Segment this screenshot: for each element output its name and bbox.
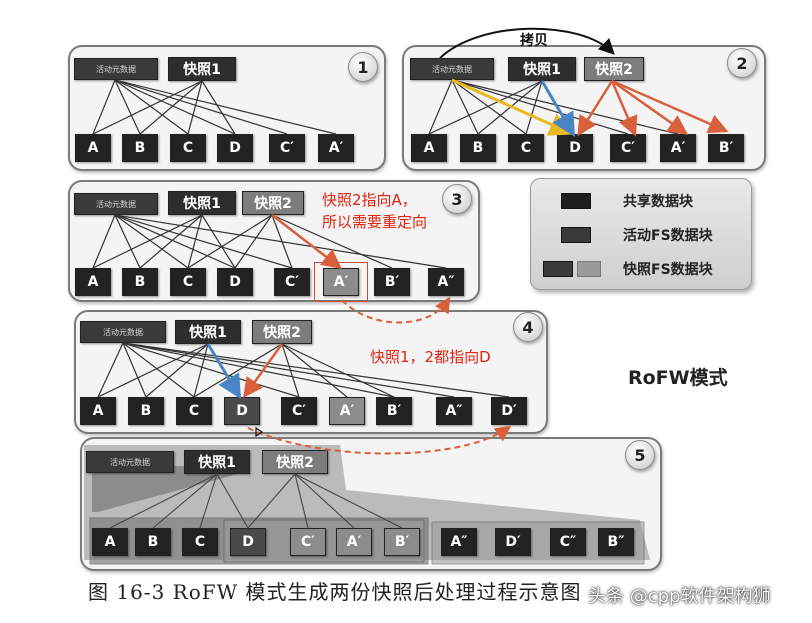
legend-snapshot-swatch-dark (543, 261, 573, 277)
panel-3-number: 3 (442, 184, 472, 214)
panel-5-active-metadata: 活动元数据 (86, 451, 174, 473)
panel-4-blue-arrow (206, 343, 242, 400)
panel-1-active-metadata: 活动元数据 (74, 58, 158, 80)
panel-1-block-a-prime: A′ (318, 134, 354, 162)
cursor-icon (255, 426, 264, 438)
panel-3-block-b-prime: B′ (374, 268, 410, 296)
legend: 共享数据块 活动FS数据块 快照FS数据块 (530, 178, 752, 290)
panel-3-snapshot-1: 快照1 (168, 191, 236, 215)
panel-4-annotation: 快照1，2都指向D (370, 348, 491, 366)
panel-1-number: 1 (348, 52, 378, 82)
panel-2-links (428, 79, 679, 135)
panel-5-block-b-double-prime: B″ (598, 528, 634, 556)
figure-caption: 图 16-3 RoFW 模式生成两份快照后处理过程示意图 (88, 580, 582, 604)
panel-3-block-d: D (217, 268, 253, 296)
panel-5-block-a: A (92, 528, 128, 556)
panel-5-block-d-prime: D′ (495, 528, 531, 556)
panel-3-block-c: C (170, 268, 206, 296)
panel-4-links (97, 342, 510, 398)
panel-4-number: 4 (513, 312, 543, 342)
panel-3-block-c-prime: C′ (274, 268, 310, 296)
mode-label: RoFW模式 (628, 367, 728, 389)
panel-2-block-c-prime: C′ (610, 134, 646, 162)
panel-1-block-a: A (75, 134, 111, 162)
panel-2-copy-arrow (439, 27, 615, 59)
panel-5-block-a-prime: A′ (336, 528, 372, 556)
panel-2-block-a: A (411, 134, 447, 162)
panel-3-links (92, 214, 447, 269)
panel-5-block-a-double-prime: A″ (441, 528, 477, 556)
legend-active-swatch (561, 227, 591, 243)
panel-1-block-c-prime: C′ (269, 134, 305, 162)
panel-4-block-b-prime: B′ (376, 397, 412, 425)
panel-4-block-d-prime: D′ (491, 397, 527, 425)
panel-3-block-a-double-prime: A″ (428, 268, 464, 296)
panel-5-block-b-prime: B′ (384, 528, 420, 556)
panel-2-active-metadata: 活动元数据 (410, 58, 494, 80)
panel-2-blue-arrow (540, 80, 576, 138)
panel-5-number: 5 (625, 440, 655, 470)
panel-5-snapshot-1: 快照1 (184, 450, 250, 474)
panel-2-copy-label: 拷贝 (520, 33, 548, 49)
panel-4-dashed-arrow (247, 425, 512, 455)
panel-4-block-a-double-prime: A″ (436, 397, 472, 425)
panel-5-block-c-prime: C′ (290, 528, 326, 556)
legend-snapshot-swatch-light (577, 261, 601, 277)
panel-1-block-c: C (170, 134, 206, 162)
panel-4-block-c: C (176, 397, 212, 425)
panel-3-active-metadata: 活动元数据 (74, 193, 158, 215)
panel-2-snapshot-2: 快照2 (584, 57, 644, 81)
panel-1-snapshot-1: 快照1 (168, 57, 236, 81)
panel-1-block-b: B (122, 134, 158, 162)
legend-shared-swatch (561, 193, 591, 209)
panel-3-annotation-line2: 所以需要重定向 (322, 213, 428, 231)
panel-2-snapshot-1: 快照1 (508, 57, 576, 81)
legend-active-label: 活动FS数据块 (623, 228, 713, 244)
panel-4-block-d: D (224, 397, 260, 425)
panel-3-annotation-line1: 快照2指向A， (322, 191, 417, 209)
panel-1-links (92, 79, 337, 135)
panel-4-snapshot-1: 快照1 (175, 320, 241, 344)
panel-3-block-b: B (122, 268, 158, 296)
panel-5-snapshot-2: 快照2 (262, 450, 328, 474)
panel-4-snapshot-2: 快照2 (252, 320, 312, 344)
panel-2-block-c: C (508, 134, 544, 162)
panel-4-block-a: A (80, 397, 116, 425)
panel-5-links (109, 473, 403, 529)
panel-5-block-c: C (182, 528, 218, 556)
panel-2-block-b: B (460, 134, 496, 162)
panel-1-block-d: D (217, 134, 253, 162)
panel-4-block-b: B (128, 397, 164, 425)
panel-2-number: 2 (727, 48, 757, 78)
panel-4-block-c-prime: C′ (281, 397, 317, 425)
panel-2-block-b-prime: B′ (708, 134, 744, 162)
panel-3-redirect-arrow (271, 214, 342, 270)
legend-shared-label: 共享数据块 (623, 194, 693, 210)
panel-2-orange-arrows (577, 79, 729, 137)
legend-snapshot-label: 快照FS数据块 (623, 262, 713, 278)
panel-3-block-a: A (75, 268, 111, 296)
panel-3-dashed-arrow (341, 296, 451, 324)
panel-5-block-c-double-prime: C″ (550, 528, 586, 556)
panel-4-block-a-prime: A′ (329, 397, 365, 425)
panel-4-active-metadata: 活动元数据 (80, 321, 166, 343)
panel-5-block-b: B (135, 528, 171, 556)
panel-4-orange-arrow (243, 343, 284, 399)
panel-2-yellow-arrow (451, 78, 574, 136)
watermark: 头条 @cpp软件架构狮 (588, 586, 771, 607)
panel-5-block-d: D (230, 528, 266, 556)
